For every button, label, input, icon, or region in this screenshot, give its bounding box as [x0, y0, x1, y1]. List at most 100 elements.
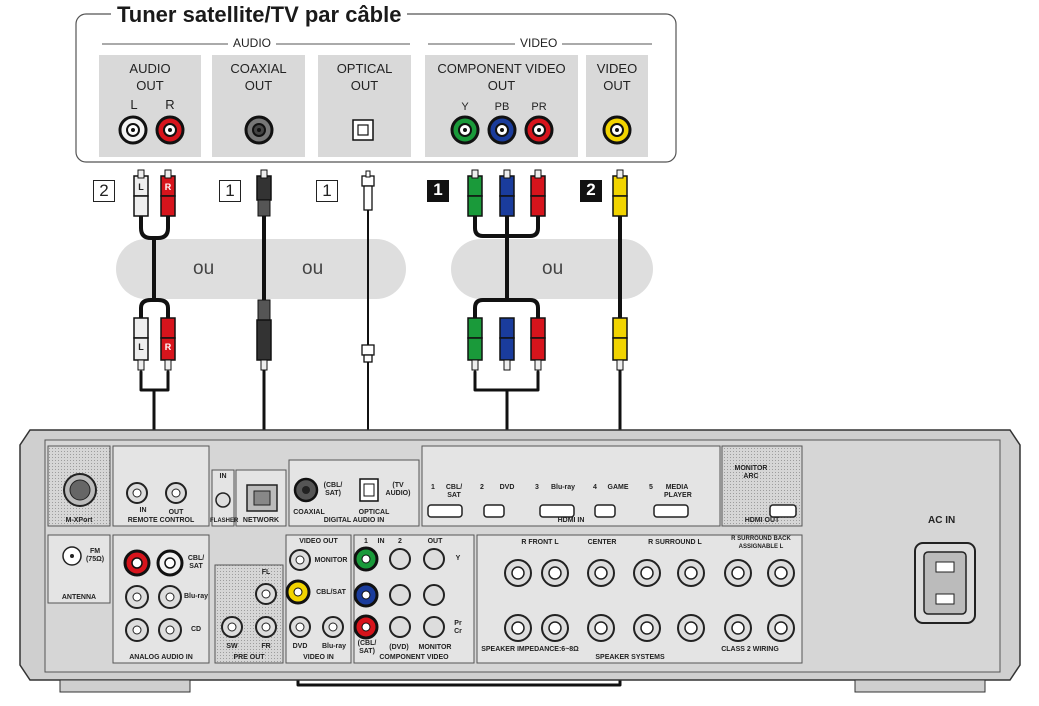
audio-r-label: R [165, 97, 175, 112]
flasher-in-label: IN [219, 473, 227, 480]
hdmi-input-label: 1 [431, 484, 435, 491]
receiver-optical-in-jack [359, 478, 379, 502]
video-cbl-sat-label: CBL/SAT [316, 589, 346, 596]
front-label: R FRONT L [521, 539, 559, 546]
ac-inlet [914, 542, 976, 624]
analog-cbl-sat-l-jack [123, 549, 151, 577]
hdmi-input-label: 4 [593, 484, 597, 491]
antenna-label: ANTENNA [61, 594, 97, 601]
hdmi-input-label: GAME [607, 484, 629, 491]
plug-l-top-letter: L [138, 182, 144, 192]
analog-bluray-jacks [125, 585, 182, 609]
video-bluray-label: Blu-ray [321, 643, 347, 650]
pre-out-jacks [221, 583, 277, 638]
or-label-3: ou [542, 258, 564, 279]
tuner-component-pr-jack [524, 115, 554, 145]
flasher-label: FLASHER [210, 518, 239, 524]
video-monitor-label: MONITOR [314, 557, 348, 564]
pre-out-fl-label: FL [261, 569, 271, 576]
plug-video-top [612, 169, 628, 217]
receiver-coaxial-in-jack [293, 477, 319, 503]
hdmi-out-port [769, 504, 797, 518]
hdmi-input-label: 5 [649, 484, 653, 491]
component-out-label: COMPONENT VIDEO OUT [437, 61, 566, 93]
fm-antenna-jack [62, 546, 82, 566]
mxport-connector [63, 473, 97, 507]
coaxial-out-label: COAXIAL OUT [230, 61, 287, 93]
remote-in-jack [126, 482, 148, 504]
component-out-jacks [423, 548, 445, 638]
component-in-pr-jack [353, 614, 379, 640]
plug-optical-bottom [361, 344, 375, 363]
component-in-pb-jack [353, 582, 379, 608]
analog-audio-in-label: ANALOG AUDIO IN [129, 654, 193, 661]
plug-audio-r-top [160, 169, 176, 217]
hdmi-input-label: 2 [480, 484, 484, 491]
component-video-label: COMPONENT VIDEO [379, 654, 449, 661]
tuner-audio-l-jack [118, 115, 148, 145]
hdmi-input-label: Blu-ray [550, 484, 576, 491]
comp-pb-label: PB [494, 101, 510, 113]
plug-audio-l-bottom [133, 317, 149, 371]
comp-monitor-label: MONITOR [418, 644, 452, 651]
flasher-in-jack [215, 492, 231, 508]
comp-out-label: OUT [427, 538, 443, 545]
comp-cbl-sat-label: (CBL/ SAT) [357, 640, 377, 655]
surround-label: R SURROUND L [648, 539, 702, 546]
network-port [246, 484, 278, 512]
remote-control-label: REMOTE CONTROL [127, 517, 195, 524]
coax-cbl-sat-label: (CBL/ SAT) [323, 482, 343, 497]
analog-cd-label: CD [190, 626, 202, 633]
analog-bluray-label: Blu-ray [183, 593, 209, 600]
plug-r-top-letter: R [164, 182, 172, 192]
group-audio-label: AUDIO [228, 36, 277, 50]
tuner-component-y-jack [450, 115, 480, 145]
class2-wiring-label: CLASS 2 WIRING [721, 646, 779, 653]
comp-dvd-label: (DVD) [389, 644, 409, 651]
plug-component-y-top [467, 169, 483, 217]
hdmi-in-ports [427, 504, 689, 518]
or-band-audio [116, 239, 406, 299]
plug-component-y-bottom [467, 317, 483, 371]
speaker-systems-label: SPEAKER SYSTEMS [595, 654, 665, 661]
tuner-title: Tuner satellite/TV par câble [111, 2, 408, 28]
marker-optical: 1 [316, 180, 338, 202]
or-label-1: ou [193, 258, 215, 279]
plug-coaxial-top [256, 169, 272, 217]
tuner-optical-jack [352, 119, 374, 141]
plug-video-bottom [612, 317, 628, 371]
plug-component-pr-bottom [530, 317, 546, 371]
plug-component-pb-bottom [499, 317, 515, 371]
component-cable [473, 213, 540, 320]
hdmi-input-label: MEDIA PLAYER [664, 484, 692, 499]
audio-l-label: L [130, 97, 138, 112]
comp-pr-label: PR [531, 101, 547, 113]
plug-l-bottom-letter: L [138, 342, 144, 352]
hdmi-input-label: CBL/ SAT [445, 484, 463, 499]
video-out-label: VIDEO OUT [596, 61, 638, 93]
component-in2-jacks [389, 548, 411, 638]
plug-coaxial-bottom [256, 299, 272, 371]
marker-video: 2 [580, 180, 602, 202]
comp-y-label: Y [461, 101, 469, 113]
audio-out-label: AUDIO OUT [129, 61, 171, 93]
comp-in-label: IN [377, 538, 385, 545]
comp-out-y-label: Y [455, 555, 461, 562]
comp-1-label: 1 [364, 538, 368, 545]
tuner-component-pb-jack [487, 115, 517, 145]
hdmi-in-label: HDMI IN [557, 517, 585, 524]
plug-component-pr-top [530, 169, 546, 217]
tv-audio-label: (TV AUDIO) [385, 482, 411, 497]
center-label: CENTER [587, 539, 617, 546]
video-in-label: VIDEO IN [303, 654, 334, 661]
comp-out-pr-label: Pr Cr [454, 620, 462, 635]
speaker-impedance-label: SPEAKER IMPEDANCE:6~8Ω [481, 646, 579, 653]
video-cbl-sat-in-jack [285, 579, 311, 605]
plug-audio-r-bottom [160, 317, 176, 371]
component-in-y-jack [353, 546, 379, 572]
coaxial-label: COAXIAL [293, 509, 325, 516]
analog-cbl-sat-r-jack [156, 549, 184, 577]
digital-audio-in-label: DIGITAL AUDIO IN [323, 517, 385, 524]
marker-component: 1 [427, 180, 449, 202]
tuner-coaxial-jack [244, 115, 274, 145]
